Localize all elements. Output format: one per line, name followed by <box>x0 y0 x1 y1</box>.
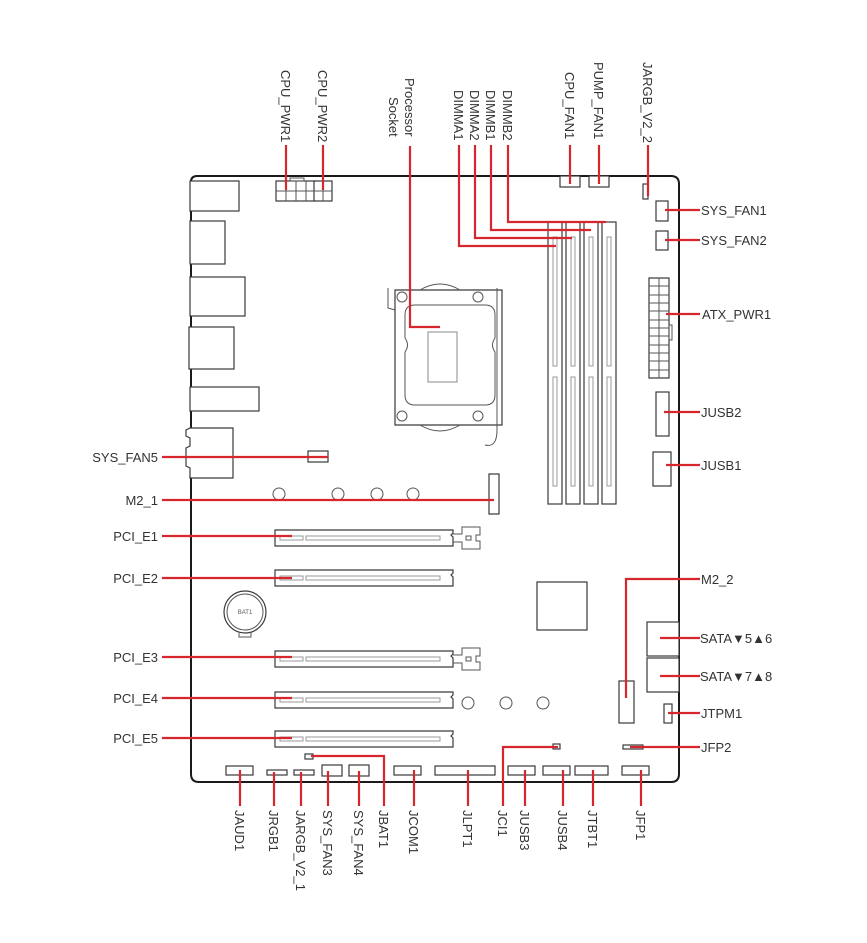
label-jusb2: JUSB2 <box>701 405 741 420</box>
label-jaud1: JAUD1 <box>232 810 247 851</box>
leader-dimma2 <box>473 145 572 240</box>
label-pci-e2: PCI_E2 <box>113 571 158 586</box>
dimm-slot-b1 <box>583 221 599 505</box>
label-atx-pwr1: ATX_PWR1 <box>702 307 771 322</box>
label-dimma2: DIMMA2 <box>467 90 482 141</box>
cpu-pwr1-connector <box>275 177 317 202</box>
leader-dimma1 <box>457 145 556 248</box>
label-jtbt1: JTBT1 <box>585 810 600 848</box>
leader-dimmb1 <box>489 145 591 232</box>
leader-processor <box>408 146 440 329</box>
jrgb1-header <box>266 769 288 776</box>
label-jfp1: JFP1 <box>633 810 648 840</box>
label-pci-e5: PCI_E5 <box>113 731 158 746</box>
pcie-slot-e3 <box>274 647 481 671</box>
label-jfp2: JFP2 <box>701 740 731 755</box>
label-sys-fan2: SYS_FAN2 <box>701 233 767 248</box>
jtbt1-header <box>574 765 609 776</box>
leader-dimmb2 <box>506 145 606 224</box>
m2-1-slot <box>272 473 500 515</box>
io-block-audio <box>185 427 234 479</box>
board-outline <box>190 175 680 783</box>
label-jcom1: JCOM1 <box>406 810 421 854</box>
rear-io-panel <box>185 180 260 479</box>
label-jusb4: JUSB4 <box>555 810 570 850</box>
label-pump-fan1: PUMP_FAN1 <box>591 62 606 139</box>
mounting-hole <box>461 696 475 710</box>
label-sys-fan3: SYS_FAN3 <box>320 810 335 876</box>
jcom1-header <box>393 765 422 776</box>
jlpt1-header <box>434 765 496 776</box>
io-block <box>189 180 240 212</box>
label-jrgb1: JRGB1 <box>266 810 281 852</box>
sys-fan3-header <box>321 764 343 777</box>
cpu-pwr2-connector <box>313 180 333 202</box>
label-cpu-fan1: CPU_FAN1 <box>562 72 577 139</box>
label-sys-fan5: SYS_FAN5 <box>92 450 158 465</box>
jusb2-header <box>655 391 670 437</box>
label-jtpm1: JTPM1 <box>701 706 742 721</box>
pcie-slot-e1 <box>274 526 481 550</box>
battery-label: BAT1 <box>238 610 253 616</box>
label-dimmb2: DIMMB2 <box>500 90 515 141</box>
jargb-v2-1-header <box>293 769 315 776</box>
label-m2-2: M2_2 <box>701 572 734 587</box>
label-jusb1: JUSB1 <box>701 458 741 473</box>
label-cpu-pwr1: CPU_PWR1 <box>278 70 293 142</box>
atx-pwr1-connector <box>648 277 673 379</box>
label-jbat1: JBAT1 <box>376 810 391 848</box>
processor-socket <box>387 283 503 446</box>
bottom-headers <box>225 764 650 777</box>
label-dimma1: DIMMA1 <box>451 90 466 141</box>
label-jargb-v2-1: JARGB_V2_1 <box>293 810 308 891</box>
leader-jci1 <box>501 745 558 806</box>
dimm-slot-a1 <box>547 221 563 505</box>
right-labels: SYS_FAN1 SYS_FAN2 ATX_PWR1 JUSB2 JUSB1 M… <box>700 203 772 755</box>
leader-lines <box>162 145 700 806</box>
label-sys-fan4: SYS_FAN4 <box>351 810 366 876</box>
label-sata78: SATA▼7▲8 <box>700 669 772 684</box>
pcie-slot-e5 <box>274 730 454 748</box>
label-jci1: JCI1 <box>495 810 510 837</box>
jusb3-header <box>507 765 536 776</box>
jusb1-header <box>652 451 672 487</box>
dimm-slot-a2 <box>565 221 581 505</box>
pcie-slots <box>274 526 481 748</box>
jusb4-header <box>542 765 571 776</box>
dimm-slot-b2 <box>601 221 617 505</box>
battery-bat1: BAT1 <box>223 590 267 638</box>
label-jusb3: JUSB3 <box>517 810 532 850</box>
top-labels: CPU_PWR1 CPU_PWR2 Processor Socket DIMMA… <box>278 62 655 143</box>
label-socket: Socket <box>386 97 401 137</box>
label-jlpt1: JLPT1 <box>460 810 475 848</box>
io-block <box>189 220 226 265</box>
io-block <box>188 326 235 370</box>
dimm-slots <box>547 221 617 505</box>
io-block <box>189 276 246 317</box>
leader-m2-2 <box>624 577 700 698</box>
label-sata56: SATA▼5▲6 <box>700 631 772 646</box>
io-block <box>189 386 260 412</box>
label-pci-e4: PCI_E4 <box>113 691 158 706</box>
pcie-slot-e4 <box>274 691 454 709</box>
label-dimmb1: DIMMB1 <box>483 90 498 141</box>
label-jargb-v2-2: JARGB_V2_2 <box>640 62 655 143</box>
jfp1-header <box>621 765 650 776</box>
label-sys-fan1: SYS_FAN1 <box>701 203 767 218</box>
label-processor: Processor <box>402 78 417 137</box>
left-labels: SYS_FAN5 M2_1 PCI_E1 PCI_E2 PCI_E3 PCI_E… <box>92 450 158 746</box>
bottom-labels: JAUD1 JRGB1 JARGB_V2_1 SYS_FAN3 SYS_FAN4… <box>232 810 648 891</box>
label-m2-1: M2_1 <box>125 493 158 508</box>
mounting-hole <box>499 696 513 710</box>
pcie-slot-e2 <box>274 569 454 587</box>
mounting-hole <box>536 696 550 710</box>
label-pci-e3: PCI_E3 <box>113 650 158 665</box>
leader-jbat1 <box>311 754 386 806</box>
label-pci-e1: PCI_E1 <box>113 529 158 544</box>
label-cpu-pwr2: CPU_PWR2 <box>315 70 330 142</box>
chipset <box>536 581 588 631</box>
